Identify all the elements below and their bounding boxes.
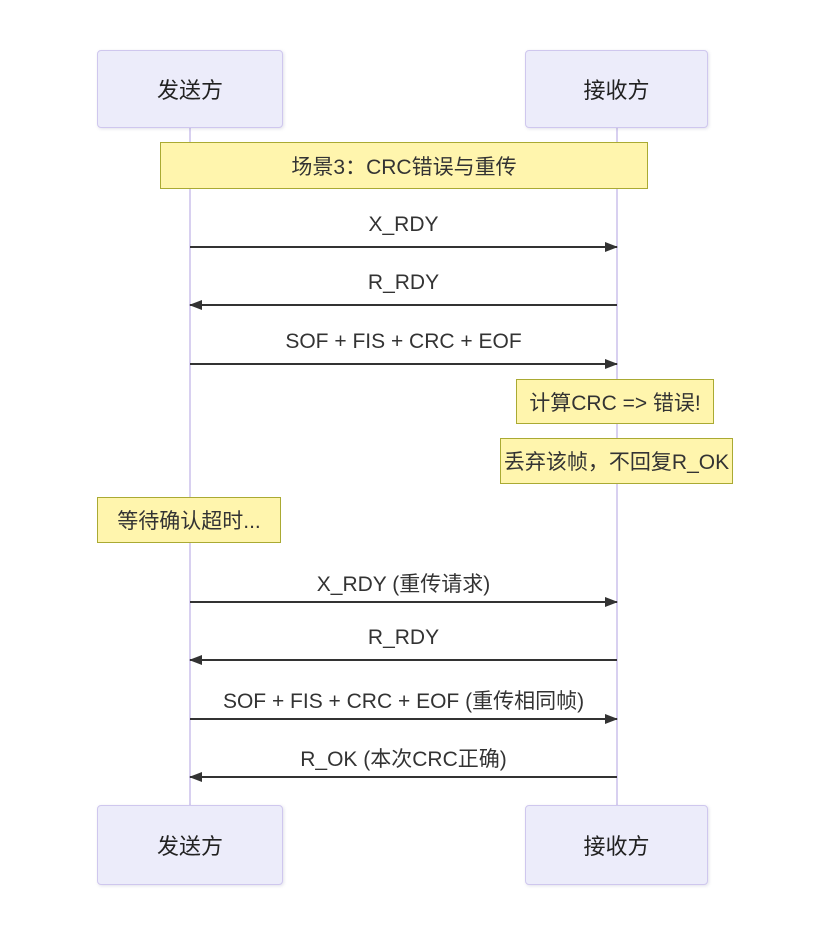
actor-box-sender-top: 发送方 [97,50,283,128]
title-note: 场景3：CRC错误与重传 [160,142,648,189]
message-label: SOF + FIS + CRC + EOF [285,330,522,353]
message-label: X_RDY [368,213,439,236]
title-note-text: 场景3：CRC错误与重传 [291,155,517,179]
actor-label-sender: 发送方 [156,834,223,859]
note-box: 计算CRC => 错误! [516,379,714,424]
note-text: 丢弃该帧，不回复R_OK [503,451,730,474]
message-label: SOF + FIS + CRC + EOF (重传相同帧) [222,690,585,713]
note-text: 等待确认超时... [117,510,261,533]
actor-box-receiver-bottom: 接收方 [525,805,708,885]
message-arrow-left-icon [189,300,617,310]
message-arrow-left-icon [189,772,617,782]
note-box: 等待确认超时... [97,497,281,543]
message-arrow-right-icon [190,242,618,252]
note-box: 丢弃该帧，不回复R_OK [500,438,733,484]
note-text: 计算CRC => 错误! [529,391,701,415]
actor-label-receiver: 接收方 [583,834,650,859]
message-arrow-right-icon [190,714,618,724]
actor-label-sender: 发送方 [156,78,223,103]
actor-box-receiver-top: 接收方 [525,50,708,128]
actor-label-receiver: 接收方 [583,78,650,103]
message-label: R_RDY [367,626,440,649]
message-label: R_OK (本次CRC正确) [300,748,507,771]
actor-box-sender-bottom: 发送方 [97,805,283,885]
message-arrow-right-icon [190,597,618,607]
message-arrow-right-icon [190,359,618,369]
message-arrow-left-icon [189,655,617,665]
message-label: R_RDY [367,271,440,294]
lifeline-sender [189,128,191,805]
message-label: X_RDY (重传请求) [316,573,491,596]
